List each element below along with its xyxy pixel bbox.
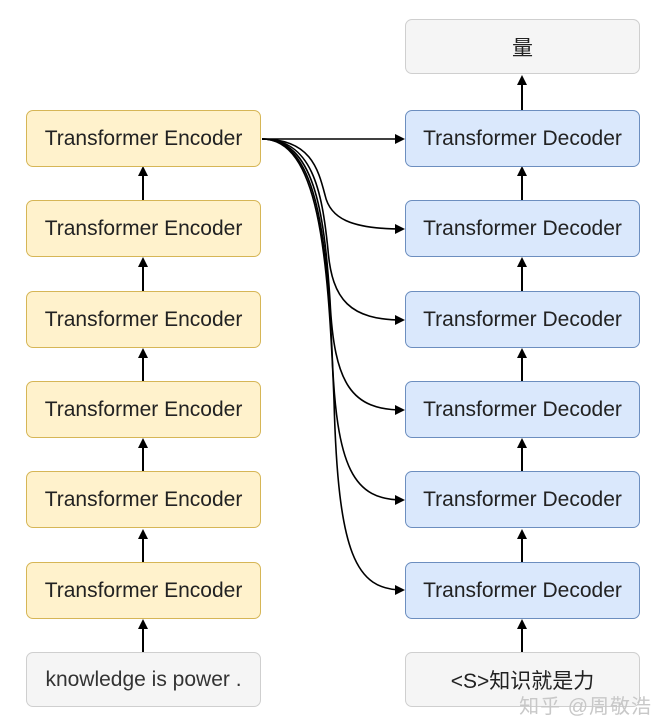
encoder-label: Transformer Encoder [44,397,243,421]
encoder-label: Transformer Encoder [44,307,243,331]
decoder-label: Transformer Decoder [423,397,622,421]
decoder-input-text: <S>知识就是力 [450,669,595,693]
transformer-encoder-3: Transformer Encoder [26,381,261,438]
decoder-output-token: 量 [405,19,640,74]
transformer-encoder-1: Transformer Encoder [26,562,261,619]
encoder-label: Transformer Encoder [44,126,243,150]
encoder-label: Transformer Encoder [44,216,243,240]
transformer-decoder-5: Transformer Decoder [405,200,640,257]
transformer-encoder-4: Transformer Encoder [26,291,261,348]
transformer-decoder-6: Transformer Decoder [405,110,640,167]
cross-attention-arrows [261,134,405,595]
encoder-label: Transformer Encoder [44,487,243,511]
output-text: 量 [512,36,533,60]
encoder-input: knowledge is power . [26,652,261,707]
decoder-label: Transformer Decoder [423,216,622,240]
transformer-encoder-6: Transformer Encoder [26,110,261,167]
decoder-label: Transformer Decoder [423,578,622,602]
transformer-encoder-2: Transformer Encoder [26,471,261,528]
decoder-label: Transformer Decoder [423,126,622,150]
decoder-label: Transformer Decoder [423,307,622,331]
transformer-decoder-2: Transformer Decoder [405,471,640,528]
encoder-label: Transformer Encoder [44,578,243,602]
transformer-decoder-3: Transformer Decoder [405,381,640,438]
decoder-input: <S>知识就是力 [405,652,640,707]
encoder-input-text: knowledge is power . [45,667,242,691]
decoder-label: Transformer Decoder [423,487,622,511]
watermark: 知乎 @周敬浩 [519,696,652,718]
transformer-encoder-5: Transformer Encoder [26,200,261,257]
transformer-decoder-4: Transformer Decoder [405,291,640,348]
transformer-decoder-1: Transformer Decoder [405,562,640,619]
